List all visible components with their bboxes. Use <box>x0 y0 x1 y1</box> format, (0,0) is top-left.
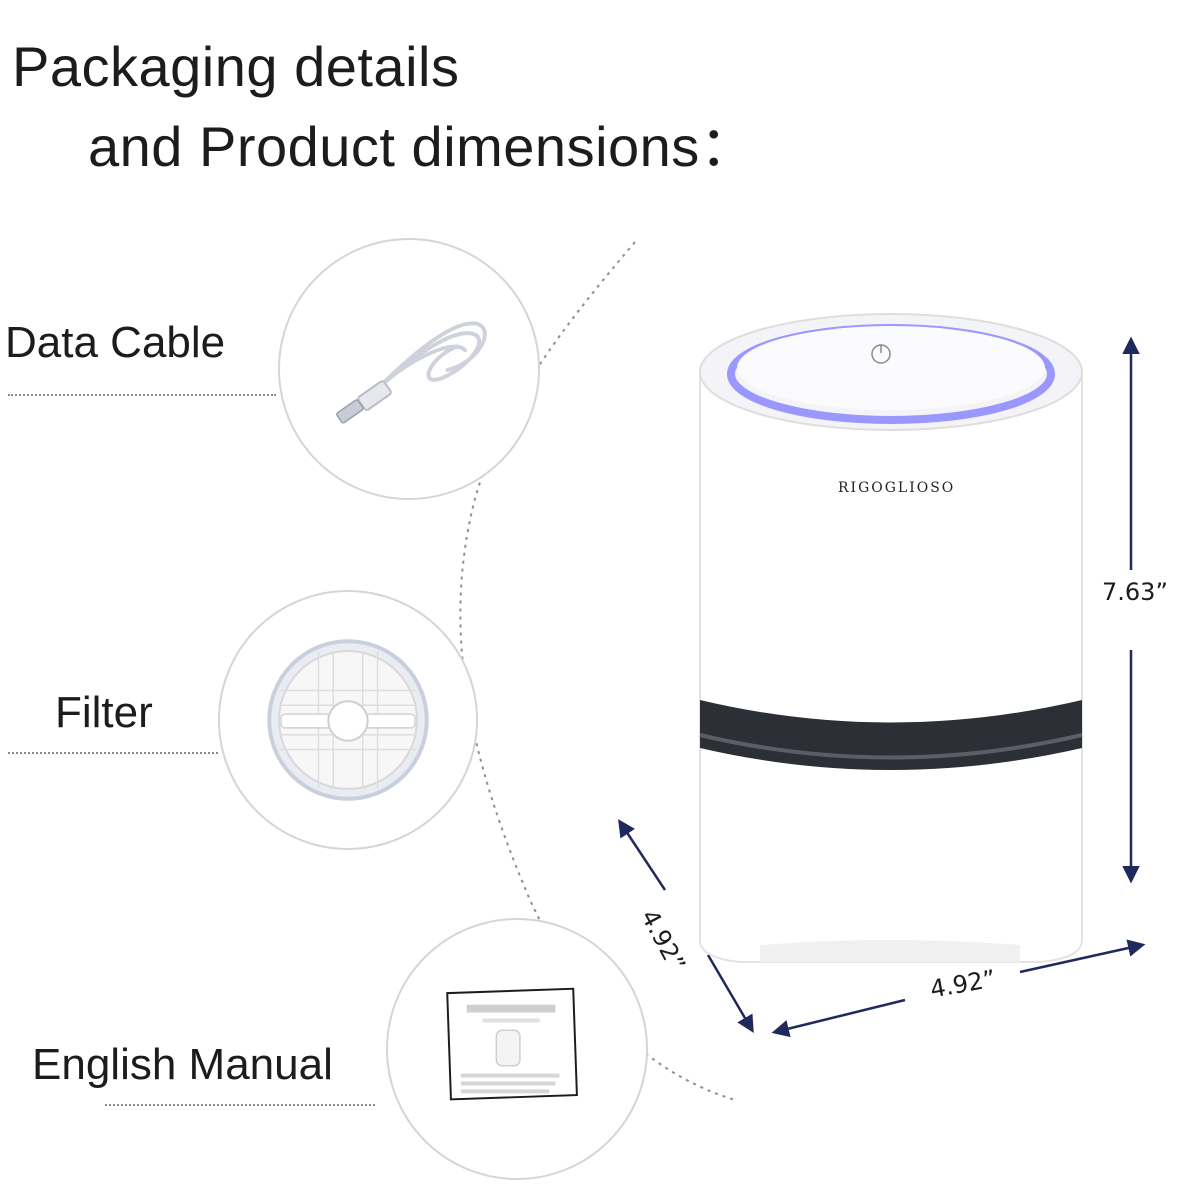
item-label-data-cable: Data Cable <box>5 318 226 367</box>
user-manual-icon <box>386 918 648 1180</box>
hepa-filter-icon <box>218 590 478 850</box>
air-purifier-image <box>699 313 1083 963</box>
brand-logo-text: RIGOGLIOSO <box>838 480 956 496</box>
item-label-english-manual: English Manual <box>32 1040 333 1089</box>
height-dimension: 7.63” <box>1102 578 1168 606</box>
usb-cable-icon <box>278 238 540 500</box>
heading-line-1: Packaging details <box>12 35 460 98</box>
leader-line <box>8 752 218 754</box>
leader-line <box>8 394 276 396</box>
item-label-filter: Filter <box>55 688 153 737</box>
leader-line <box>105 1104 375 1106</box>
heading-line-2: and Product dimensions： <box>88 115 757 178</box>
